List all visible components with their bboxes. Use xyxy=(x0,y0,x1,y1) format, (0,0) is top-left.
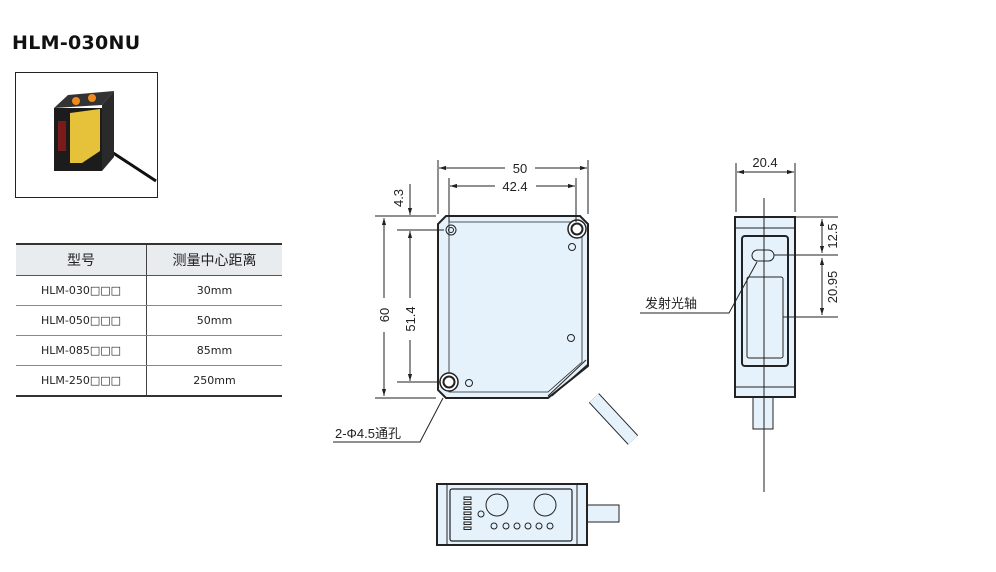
side-width-label: 20.4 xyxy=(752,155,777,170)
model-table: 型号 测量中心距离 HLM-030□□□30mm HLM-050□□□50mm … xyxy=(16,243,282,397)
front-view xyxy=(437,215,639,445)
header-model: 型号 xyxy=(16,243,147,276)
dim-top-offset-label: 4.3 xyxy=(391,189,406,207)
table-row: HLM-250□□□250mm xyxy=(16,365,282,397)
distance-cell: 50mm xyxy=(146,305,282,336)
dim-receiver-offset-label: 20.95 xyxy=(825,271,840,304)
dim-height-label: 60 xyxy=(377,308,392,322)
dim-hole-spacing-x-label: 42.4 xyxy=(502,179,527,194)
model-cell: HLM-085□□□ xyxy=(16,335,147,366)
bottom-view xyxy=(436,483,620,546)
table-row: HLM-030□□□30mm xyxy=(16,275,282,306)
table-row: HLM-085□□□85mm xyxy=(16,335,282,366)
emission-axis-label: 发射光轴 xyxy=(645,296,697,311)
hole-label: 2-Φ4.5通孔 xyxy=(335,426,401,441)
distance-cell: 30mm xyxy=(146,275,282,306)
model-cell: HLM-030□□□ xyxy=(16,275,147,306)
model-cell: HLM-250□□□ xyxy=(16,365,147,397)
sensor-photo-image xyxy=(54,91,157,183)
table-row: HLM-050□□□50mm xyxy=(16,305,282,336)
side-view xyxy=(734,198,796,492)
dim-axis-offset-label: 12.5 xyxy=(825,223,840,248)
dim-hole-spacing-y-label: 51.4 xyxy=(403,306,418,331)
distance-cell: 85mm xyxy=(146,335,282,366)
dim-width-label: 50 xyxy=(513,161,527,176)
distance-cell: 250mm xyxy=(146,365,282,397)
model-cell: HLM-050□□□ xyxy=(16,305,147,336)
product-title: HLM-030NU xyxy=(12,32,141,54)
header-distance: 测量中心距离 xyxy=(146,243,282,276)
product-photo xyxy=(15,72,158,198)
